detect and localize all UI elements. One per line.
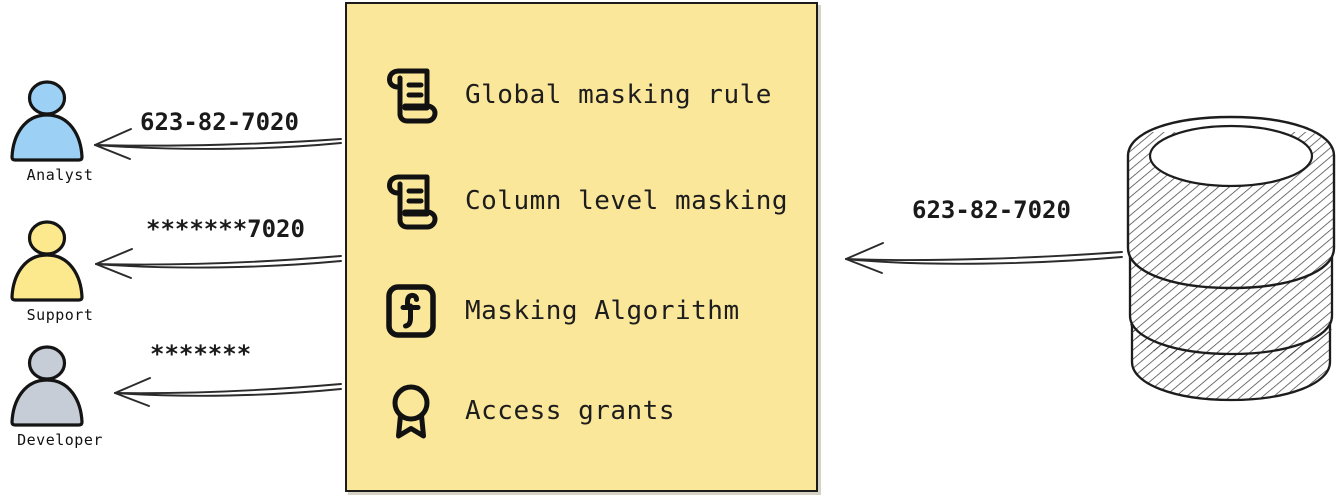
arrow-label-support: *******7020 [146,215,305,243]
actor-analyst[interactable]: Analyst [0,78,120,184]
database-disc-top [1126,115,1336,290]
scroll-icon [387,174,438,230]
actor-label: Analyst [26,166,94,184]
analyst-person-icon [0,78,120,168]
policy-item-global-masking-rule[interactable]: Global masking rule [383,66,772,124]
arrow-database-to-panel [845,242,1123,274]
person-icon [10,345,84,427]
arrow-label-developer: ******* [150,340,252,368]
arrow-label-database: 623-82-7020 [912,196,1071,224]
award-icon [392,384,430,439]
arrow-panel-to-support [95,248,342,279]
arrow-panel-to-developer [114,377,342,407]
policy-item-access-grants[interactable]: Access grants [383,382,675,440]
person-icon [10,80,84,162]
actor-developer[interactable]: Developer [0,343,120,449]
policy-item-label: Masking Algorithm [465,296,740,326]
function-icon [386,284,436,338]
policy-item-column-level-masking[interactable]: Column level masking [383,172,788,230]
database-cylinder-icon[interactable] [1122,112,1340,404]
policy-item-masking-algorithm[interactable]: Masking Algorithm [383,282,740,340]
actor-support[interactable]: Support [0,218,120,324]
policy-item-label: Column level masking [465,186,789,216]
actor-label: Developer [17,431,103,449]
actor-label: Support [26,306,94,324]
database-svg [1126,115,1336,402]
support-person-icon [0,218,120,308]
scroll-icon [387,68,438,124]
policy-item-label: Access grants [465,396,675,426]
arrow-label-analyst: 623-82-7020 [140,108,299,136]
developer-person-icon [0,343,120,433]
policy-panel[interactable]: Global masking rule Column level masking… [345,2,818,492]
person-icon [10,220,84,302]
policy-item-label: Global masking rule [465,80,772,110]
